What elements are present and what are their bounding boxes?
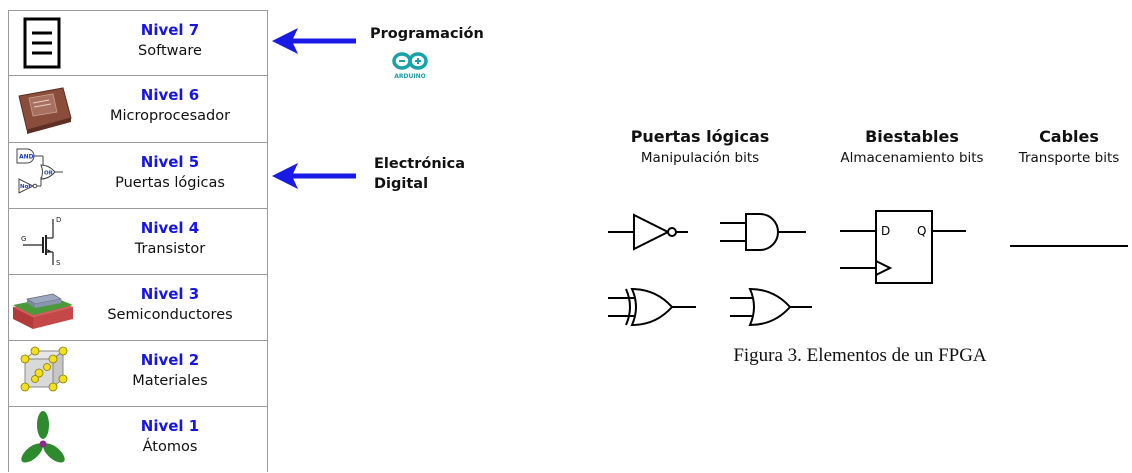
level-title: Nivel 2 — [140, 351, 200, 369]
document-list-icon — [13, 13, 73, 73]
electronica-digital-label: Electrónica Digital — [374, 154, 465, 194]
fpga-column-wires: Cables Transporte bits — [1010, 126, 1128, 168]
fpga-column-flipflops: Biestables Almacenamiento bits — [822, 126, 1002, 168]
transistor-icon: G D S — [13, 211, 73, 271]
d-flipflop-symbol — [840, 210, 966, 284]
column-subtitle: Manipulación bits — [640, 150, 760, 166]
programacion-label: Programación — [370, 26, 484, 42]
atom-orbitals-icon — [13, 409, 73, 469]
crystal-lattice-icon — [13, 343, 73, 403]
gate-terminal-label: G — [21, 235, 26, 243]
column-title: Biestables — [865, 127, 959, 146]
arduino-logo-text: ARDUINO — [394, 73, 425, 80]
drain-terminal-label: D — [56, 216, 61, 224]
level-title: Nivel 3 — [140, 285, 200, 303]
not-gate-label: Not — [20, 184, 31, 190]
electronica-line2: Digital — [374, 176, 429, 192]
flipflop-d-label: D — [881, 224, 890, 238]
column-subtitle: Transporte bits — [1018, 150, 1120, 166]
xor-gate-symbol — [608, 287, 696, 327]
level-subtitle: Puertas lógicas — [115, 175, 225, 191]
level-title: Nivel 1 — [140, 417, 200, 435]
arrow-to-software — [272, 28, 356, 54]
electronica-line1: Electrónica — [374, 156, 466, 172]
fpga-column-gates: Puertas lógicas Manipulación bits — [600, 126, 800, 168]
column-title: Cables — [1039, 127, 1099, 146]
level-3-row: Nivel 3 Semiconductores — [9, 274, 267, 339]
level-6-row: Nivel 6 Microprocesador — [9, 75, 267, 140]
column-title: Puertas lógicas — [630, 127, 770, 146]
level-subtitle: Transistor — [134, 241, 206, 257]
or-gate-symbol — [730, 287, 812, 327]
level-title: Nivel 6 — [140, 86, 200, 104]
level-title: Nivel 4 — [140, 219, 200, 237]
or-gate-label: OR — [44, 171, 54, 177]
abstraction-levels-stack: Nivel 7 Software Nivel 6 Microprocesador — [8, 10, 268, 472]
level-subtitle: Semiconductores — [107, 307, 233, 323]
logic-gates-icon: AND OR Not — [13, 145, 73, 205]
level-title: Nivel 5 — [140, 153, 200, 171]
flipflop-q-label: Q — [917, 224, 926, 238]
level-subtitle: Materiales — [132, 373, 208, 389]
level-4-row: G D S Nivel 4 Transistor — [9, 208, 267, 273]
and-gate-symbol — [720, 213, 806, 251]
level-subtitle: Software — [138, 43, 202, 59]
level-7-row: Nivel 7 Software — [9, 10, 267, 75]
and-gate-label: AND — [19, 154, 34, 161]
level-2-row: Nivel 2 Materiales — [9, 340, 267, 405]
arduino-logo: ARDUINO — [392, 52, 428, 80]
level-title: Nivel 7 — [140, 21, 200, 39]
level-subtitle: Microprocesador — [109, 108, 231, 124]
semiconductor-icon — [13, 277, 73, 337]
not-gate-symbol — [608, 213, 688, 251]
level-5-row: AND OR Not Nivel 5 Puertas lógicas — [9, 142, 267, 207]
fpga-elements-diagram: D Q — [608, 210, 1128, 327]
level-1-row: Nivel 1 Átomos — [9, 406, 267, 471]
source-terminal-label: S — [56, 259, 61, 267]
arrow-to-logic-gates — [272, 163, 356, 189]
column-subtitle: Almacenamiento bits — [840, 150, 984, 166]
figure-caption: Figura 3. Elementos de un FPGA — [733, 345, 987, 366]
microprocessor-chip-icon — [13, 78, 73, 138]
level-subtitle: Átomos — [142, 439, 198, 455]
